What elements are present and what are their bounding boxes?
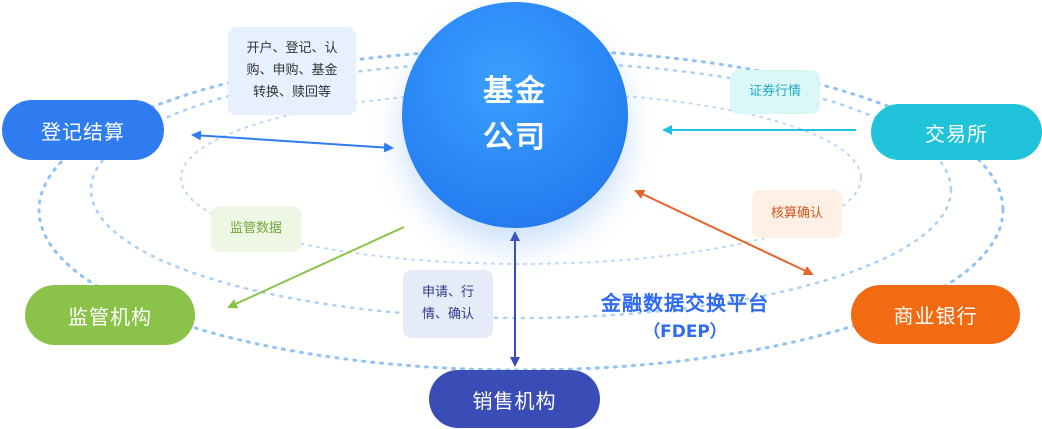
platform-abbreviation: （FDEP） bbox=[643, 322, 727, 342]
platform-name: 金融数据交换平台 bbox=[601, 291, 769, 315]
reconcile-tag: 核算确认 bbox=[752, 190, 842, 238]
registry-node: 登记结算 bbox=[2, 100, 164, 160]
fund-company-label-line2: 公司 bbox=[483, 120, 547, 155]
bank-label: 商业银行 bbox=[893, 304, 978, 328]
fund-to-regulator-arrow bbox=[227, 226, 405, 309]
registry-ops-line2: 购、申购、基金 bbox=[246, 63, 338, 78]
registry-label: 登记结算 bbox=[41, 119, 125, 144]
securities-quote-label: 证券行情 bbox=[748, 84, 801, 99]
fund-to-bank-arrow bbox=[634, 189, 814, 276]
supervision-data-tag: 监管数据 bbox=[211, 206, 301, 252]
apply-confirm-tag: 申请、行 情、确认 bbox=[403, 270, 493, 338]
sales-label: 销售机构 bbox=[472, 388, 557, 413]
registry-ops-line1: 开户、登记、认 bbox=[246, 41, 338, 56]
registry-to-fund-arrow bbox=[191, 130, 394, 153]
outer-orbit-ring bbox=[37, 48, 1005, 372]
inner-orbit-ring bbox=[180, 91, 862, 265]
registry-ops-tag: 开户、登记、认 购、申购、基金 转换、赎回等 bbox=[228, 27, 356, 115]
exchange-label: 交易所 bbox=[925, 121, 988, 146]
apply-confirm-line1: 申请、行 bbox=[421, 285, 474, 300]
fund-company-node: 基金 公司 bbox=[402, 2, 628, 228]
reconcile-label: 核算确认 bbox=[770, 206, 823, 221]
regulator-node: 监管机构 bbox=[25, 285, 195, 345]
exchange-node: 交易所 bbox=[871, 104, 1042, 160]
regulator-label: 监管机构 bbox=[68, 304, 152, 329]
sales-node: 销售机构 bbox=[429, 370, 600, 428]
bank-node: 商业银行 bbox=[851, 285, 1020, 344]
fund-company-label-line1: 基金 bbox=[483, 74, 547, 109]
registry-ops-line3: 转换、赎回等 bbox=[252, 85, 331, 100]
securities-quote-tag: 证券行情 bbox=[730, 70, 820, 114]
supervision-data-label: 监管数据 bbox=[229, 221, 282, 236]
apply-confirm-line2: 情、确认 bbox=[421, 307, 474, 322]
